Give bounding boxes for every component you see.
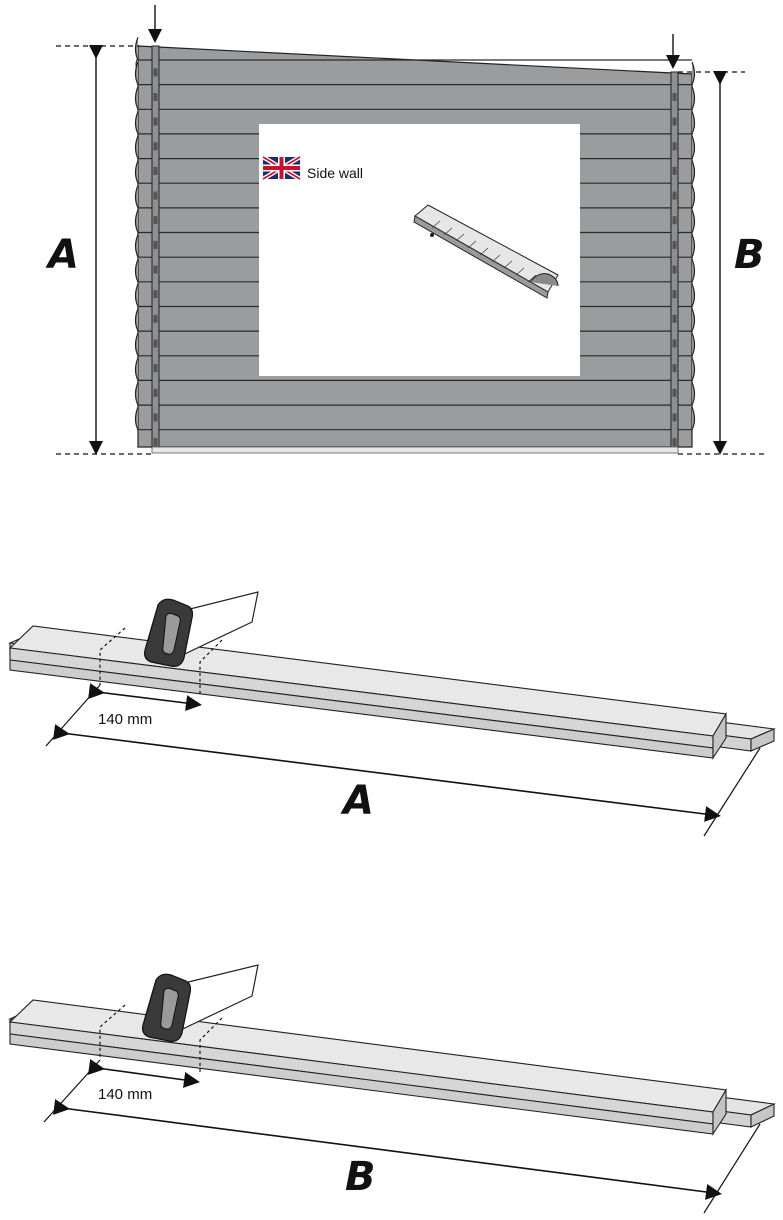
post-bolt [153,166,158,175]
wall-left-scallop [134,160,139,184]
post-bolt [672,240,677,249]
post-bolt [672,166,677,175]
wall-left-scallop [134,258,139,283]
post-bolt [153,265,158,274]
wall-right-scallop [691,308,696,332]
wall-height-label-a: A [45,232,79,278]
wall-left-scallop [134,86,139,110]
length-label-b: B [345,1154,376,1200]
wall-right-scallop [691,357,696,381]
wall-height-label-b: B [734,232,765,278]
wall-left-scallop [134,234,139,258]
post-bolt [153,68,158,77]
post-bolt [672,388,677,397]
wall-left-scallop [134,406,139,430]
wall-right-scallop [691,135,696,159]
wall-left-scallop [134,308,139,332]
post-bolt [153,216,158,225]
post-bolt [153,191,158,200]
post-bolt [672,314,677,323]
wall-right-scallop [691,184,696,209]
cut-diagram-b: 140 mm B [8,964,776,1214]
post-bolt [153,240,158,249]
post-bolt [153,314,158,323]
legend-text: Side wall [307,165,363,181]
board-cut-b [8,999,727,1136]
post-bolt [672,438,677,447]
wall-post-bolts [153,68,677,447]
post-bolt [672,364,677,373]
wall-left-scallop [134,111,139,135]
wall-left-scallop [134,283,139,307]
wall-right-scallop [691,283,696,307]
wall-left-scallop [134,332,139,356]
wall-left-scallop [134,382,139,406]
wall-right-scallop [691,258,696,283]
wall-reference-lines [56,45,765,455]
wall-floor-strip [151,446,679,454]
post-bolt [153,93,158,101]
wall-right-scallop [691,61,696,85]
folding-ruler-icon [413,204,559,299]
info-panel [259,124,580,376]
wall-left-scallop [134,37,139,61]
wall-left-scallop [134,135,139,159]
wall-right-scallop [691,86,696,110]
wall-right-scallop [691,406,696,430]
post-bolt [153,290,158,299]
post-bolt [672,117,677,126]
wall-top-arrows [148,5,680,69]
post-bolt [153,438,158,447]
offset-label-b: 140 mm [98,1086,152,1103]
length-dimension-a [53,724,721,822]
wall-right-scallop [691,111,696,135]
post-bolt [672,339,677,348]
length-dimension-b [53,1099,722,1200]
offset-label-a: 140 mm [98,711,152,728]
wall-right-scallop [691,234,696,258]
post-bolt [672,265,677,274]
wall-right-scallop [691,382,696,406]
wall-left-scallop [134,357,139,381]
post-bolt [153,339,158,348]
saw-icon-b [142,964,259,1042]
post-bolt [153,364,158,373]
post-bolt [672,216,677,225]
length-label-a: A [340,778,374,824]
wall-dimension-arrows [89,45,727,455]
post-bolt [672,290,677,299]
wall-left-scallop [134,209,139,233]
post-bolt [153,117,158,126]
offset-dimension-a [88,683,202,711]
post-bolt [153,388,158,397]
wall-left-scallop [134,61,139,85]
offset-dimension-b [87,1058,200,1088]
wall-right-scallop [691,160,696,184]
post-bolt [672,93,677,101]
side-wall: A B Side wall [45,5,765,455]
post-bolt [153,142,158,151]
cut-diagram-a: 140 mm A [7,591,777,837]
board-cut-a [8,625,727,760]
post-bolt [672,191,677,200]
wall-right-scallop [691,209,696,233]
saw-icon-a [144,591,259,667]
post-bolt [672,413,677,422]
post-bolt [672,142,677,151]
uk-flag-icon [261,155,302,181]
cut-lines-b [99,1004,223,1073]
wall-right-scallop [691,332,696,356]
wall-left-scallop [134,184,139,209]
post-bolt [153,413,158,422]
